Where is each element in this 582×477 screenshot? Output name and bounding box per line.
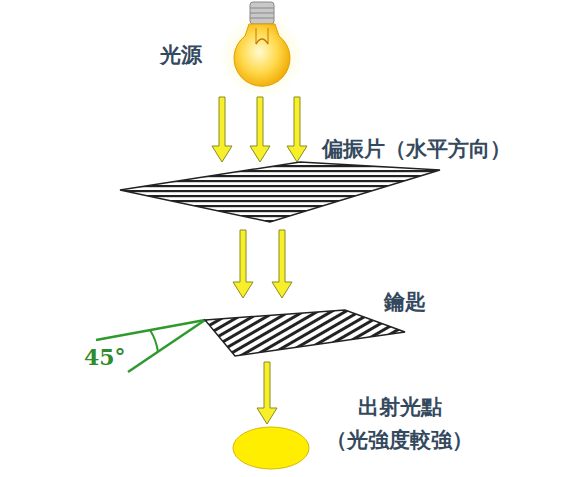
spot-label: 出射光點 [358,395,442,420]
light-arrow [257,362,277,424]
intensity-label: （光強度較強） [326,428,473,453]
light-bulb [220,2,304,98]
key-polarizer [205,310,405,356]
light-arrow [233,230,292,298]
angle-label: 45° [84,344,126,370]
polarizer-label: 偏振片（水平方向） [322,137,511,162]
polarizer-sheet [120,162,440,222]
source-label: 光源 [160,43,202,68]
light-spot [233,427,309,469]
light-arrow [212,97,307,162]
key-label: 鑰匙 [384,290,426,315]
